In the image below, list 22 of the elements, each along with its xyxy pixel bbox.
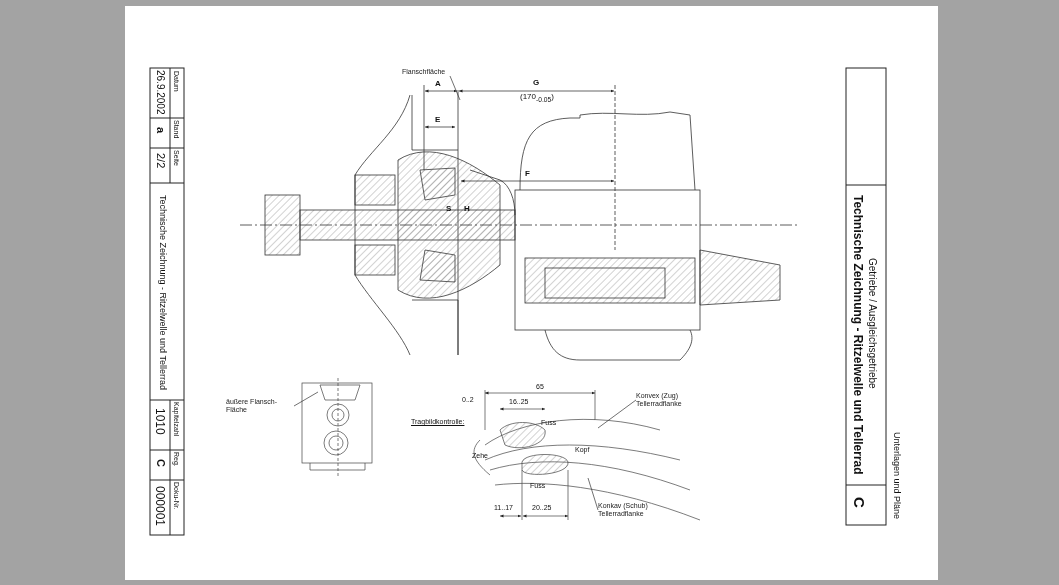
leader-line [597, 399, 637, 429]
drawing-title: Technische Zeichnung - Ritzelwelle und Tellerrad [158, 195, 168, 390]
dimension-label: H [464, 205, 470, 214]
drawing-title: Technische Zeichnung - Ritzelwelle und Tellerrad [851, 195, 864, 475]
page-value: 2/2 [154, 153, 166, 169]
dimension-label: (170$_{-0.05}$) [520, 93, 554, 103]
section-name: Getriebe / Ausgleichsgetriebe [866, 258, 877, 389]
dimension-label: A [435, 80, 441, 89]
dimension-label: E [435, 116, 441, 125]
dimension-label: F [525, 170, 530, 179]
document-number: 000001 [153, 486, 166, 527]
dimension-label: G [533, 79, 540, 88]
leader-line [587, 477, 599, 511]
date-value: 26.9.2002 [154, 70, 165, 115]
revision-value: a [154, 127, 166, 134]
leader-line [293, 391, 319, 407]
section-name: Unterlagen und Pläne [892, 432, 902, 520]
register-value: C [154, 459, 166, 467]
chapter-value: 1010 [153, 408, 166, 435]
dimension-label: S [446, 205, 452, 214]
leader-line [449, 75, 461, 101]
register-value: C [851, 497, 867, 508]
